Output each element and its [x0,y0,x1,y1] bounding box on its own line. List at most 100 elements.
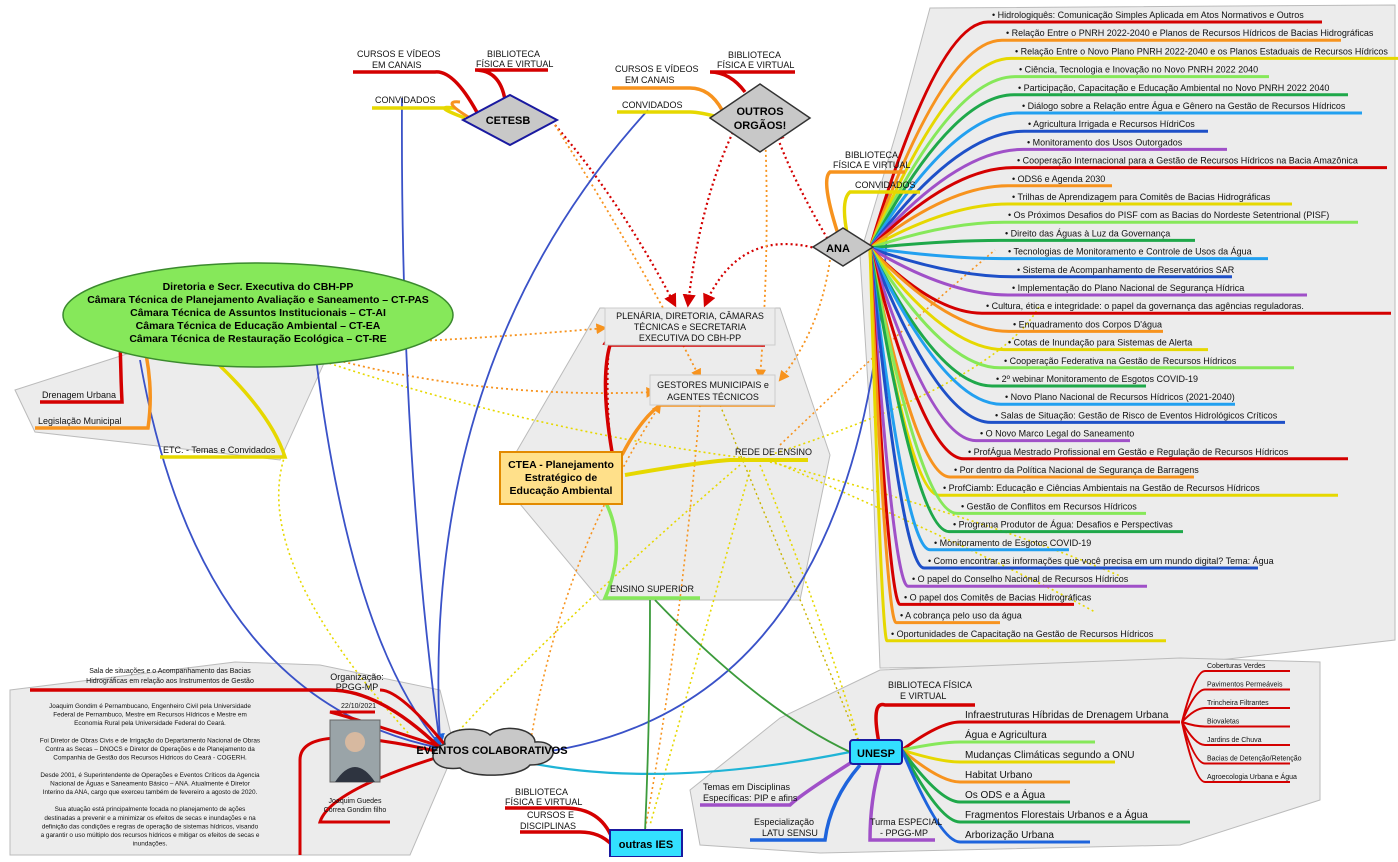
outros-cursos-1[interactable]: CURSOS E VÍDEOS [615,64,699,74]
ies-bib-2[interactable]: FÍSICA E VIRTUAL [505,797,582,807]
ana-topic[interactable]: • Programa Produtor de Água: Desafios e … [953,520,1173,530]
ana-topic-branch [868,247,1166,643]
unesp-bib-1[interactable]: BIBLIOTECA FÍSICA [888,680,972,690]
unesp-topic[interactable]: Fragmentos Florestais Urbanos e a Água [965,808,1148,821]
core-branch-legislacao[interactable]: Legislação Municipal [38,416,122,426]
ana-topic[interactable]: • Trilhas de Aprendizagem para Comitês d… [1012,192,1271,202]
ana-topic[interactable]: • Direito das Águas à Luz da Governança [1005,228,1170,238]
outros-cursos-2[interactable]: EM CANAIS [625,75,675,85]
infra-leaf[interactable]: Biovaletas [1207,719,1240,726]
unesp-topic[interactable]: Infraestruturas Híbridas de Drenagem Urb… [965,710,1169,721]
cetesb-label[interactable]: CETESB [486,115,531,127]
infra-leaf[interactable]: Pavimentos Permeáveis [1207,682,1283,689]
ana-topic[interactable]: • Cooperação Federativa na Gestão de Rec… [1004,356,1237,366]
outros-bib-2[interactable]: FÍSICA E VIRTUAL [717,60,794,70]
ana-topic[interactable]: • Gestão de Conflitos em Recursos Hídric… [961,501,1137,511]
cetesb-bib-1[interactable]: BIBLIOTECA [487,49,540,59]
infra-leaf[interactable]: Trincheira Filtrantes [1207,700,1269,707]
ana-topic[interactable]: • Tecnologias de Monitoramento e Control… [1008,247,1252,257]
infra-leaf[interactable]: Agroecologia Urbana e Água [1207,772,1297,781]
unesp-turma-1[interactable]: Turma ESPECIAL [870,817,942,827]
ana-topic[interactable]: • Diálogo sobre a Relação entre Água e G… [1022,101,1346,111]
plenaria-line-0[interactable]: PLENÁRIA, DIRETORIA, CÂMARAS [616,311,764,321]
ana-topic[interactable]: • O papel do Conselho Nacional de Recurs… [912,574,1129,584]
ana-bib-1[interactable]: BIBLIOTECA [845,150,898,160]
unesp-topic[interactable]: Mudanças Climáticas segundo a ONU [965,750,1135,761]
ana-topic[interactable]: • Os Próximos Desafios do PISF com as Ba… [1008,210,1329,220]
rede-label[interactable]: REDE DE ENSINO [735,447,812,457]
ana-topic[interactable]: • ProfCiamb: Educação e Ciências Ambient… [943,483,1260,493]
ana-topic[interactable]: • Por dentro da Política Nacional de Seg… [954,465,1199,475]
unesp-topic[interactable]: Arborização Urbana [965,830,1054,841]
ana-topic[interactable]: • Relação Entre o Novo Plano PNRH 2022-2… [1015,46,1388,56]
core-branch-drenagem[interactable]: Drenagem Urbana [42,390,116,400]
ana-topic[interactable]: • Hidrologiquês: Comunicação Simples Apl… [992,10,1304,20]
superior-label[interactable]: ENSINO SUPERIOR [610,584,695,594]
outros-label-2[interactable]: ORGÃOS! [734,119,787,132]
unesp-espec-2[interactable]: LATU SENSU [762,828,818,838]
outras-ies-label[interactable]: outras IES [619,839,673,851]
ana-bib-2[interactable]: FÍSICA E VIRTUAL [833,160,910,170]
core-line-4: Câmara Técnica de Restauração Ecológica … [129,333,386,345]
unesp-topic[interactable]: Água e Agricultura [965,728,1047,741]
ana-topic[interactable]: • ProfÁgua Mestrado Profissional em Gest… [968,447,1289,457]
cetesb-cursos-1[interactable]: CURSOS E VÍDEOS [357,49,441,59]
plenaria-line-1[interactable]: TÉCNICAS e SECRETARIA [634,322,746,332]
outros-label-1[interactable]: OUTROS [736,106,783,118]
ana-topic[interactable]: • Cotas de Inundação para Sistemas de Al… [1008,338,1192,348]
infra-leaf[interactable]: Bacias de Detenção/Retenção [1207,756,1302,763]
infra-leaf[interactable]: Coberturas Verdes [1207,663,1266,670]
ctea-line-1[interactable]: Estratégico de [525,472,598,484]
gestores-line-0[interactable]: GESTORES MUNICIPAIS e [657,380,769,390]
unesp-label[interactable]: UNESP [857,748,895,760]
ana-topic[interactable]: • Ciência, Tecnologia e Inovação no Novo… [1019,65,1258,75]
cetesb-bib-2[interactable]: FÍSICA E VIRTUAL [476,59,553,69]
ies-cursos-1[interactable]: CURSOS E [527,810,574,820]
unesp-espec-1[interactable]: Especialização [754,817,814,827]
ana-topic[interactable]: • Participação, Capacitação e Educação A… [1018,83,1329,93]
ana-topic[interactable]: • Oportunidades de Capacitação na Gestão… [891,629,1154,639]
ana-topic[interactable]: • Monitoramento de Esgotos COVID-19 [934,538,1091,548]
ana-topic[interactable]: • O Novo Marco Legal do Saneamento [980,429,1134,439]
unesp-bib-2[interactable]: E VIRTUAL [900,691,946,701]
core-branch-etc[interactable]: ETC. - Temas e Convidados [163,445,276,455]
unesp-turma-2[interactable]: - PPGG-MP [880,828,928,838]
unesp-topic[interactable]: Habitat Urbano [965,770,1033,781]
ana-topic[interactable]: • Cooperação Internacional para a Gestão… [1017,156,1358,166]
ctea-line-2[interactable]: Educação Ambiental [510,485,613,497]
ana-topic[interactable]: • A cobrança pelo uso da água [900,611,1022,621]
sala-line-1: Hidrográficas em relação aos Instrumento… [86,678,254,685]
ana-topic[interactable]: • Novo Plano Nacional de Recursos Hídric… [1005,392,1235,402]
ana-topic[interactable]: • Monitoramento dos Usos Outorgados [1027,137,1183,147]
plenaria-line-2[interactable]: EXECUTIVA DO CBH-PP [639,333,741,343]
cetesb-convidados[interactable]: CONVIDADOS [375,95,436,105]
ies-cursos-2[interactable]: DISCIPLINAS [520,821,576,831]
ana-topic[interactable]: • Agricultura Irrigada e Recursos HídriC… [1028,119,1195,129]
ctea-line-0[interactable]: CTEA - Planejamento [508,459,614,471]
ana-topic[interactable]: • Sistema de Acompanhamento de Reservató… [1017,265,1235,275]
eventos-label[interactable]: EVENTOS COLABORATIVOS [416,745,567,757]
ana-topic[interactable]: • Implementação do Plano Nacional de Seg… [1012,283,1244,293]
ana-topic[interactable]: • O papel dos Comitês de Bacias Hidrográ… [904,592,1092,602]
ana-topic[interactable]: • Salas de Situação: Gestão de Risco de … [995,410,1278,420]
cetesb-branch-biblioteca [474,68,548,101]
outros-bib-1[interactable]: BIBLIOTECA [728,50,781,60]
gestores-line-1[interactable]: AGENTES TÉCNICOS [667,392,759,402]
cetesb-cursos-2[interactable]: EM CANAIS [372,60,422,70]
ana-convidados[interactable]: CONVIDADOS [855,180,916,190]
unesp-topic[interactable]: Os ODS e a Água [965,788,1045,801]
ana-topic[interactable]: • ODS6 e Agenda 2030 [1012,174,1105,184]
ana-topic[interactable]: • Como encontrar as informações que você… [928,556,1274,566]
ies-bib-1[interactable]: BIBLIOTECA [515,787,568,797]
infra-leaf[interactable]: Jardins de Chuva [1207,737,1262,744]
outros-convidados[interactable]: CONVIDADOS [622,100,683,110]
ana-topic[interactable]: • Relação Entre o PNRH 2022-2040 e Plano… [1006,28,1374,38]
ana-topic-branch [869,202,1292,250]
link-unesp-eventos [524,750,851,775]
ana-label[interactable]: ANA [826,243,850,255]
ana-topic[interactable]: • Cultura, ética e integridade: o papel … [986,301,1304,311]
unesp-temas-2[interactable]: Específicas: PIP e afins [703,793,798,803]
unesp-temas-1[interactable]: Temas em Disciplinas [703,782,791,792]
ana-topic[interactable]: • 2º webinar Monitoramento de Esgotos CO… [996,374,1198,384]
ana-topic[interactable]: • Enquadramento dos Corpos D'água [1013,319,1162,329]
